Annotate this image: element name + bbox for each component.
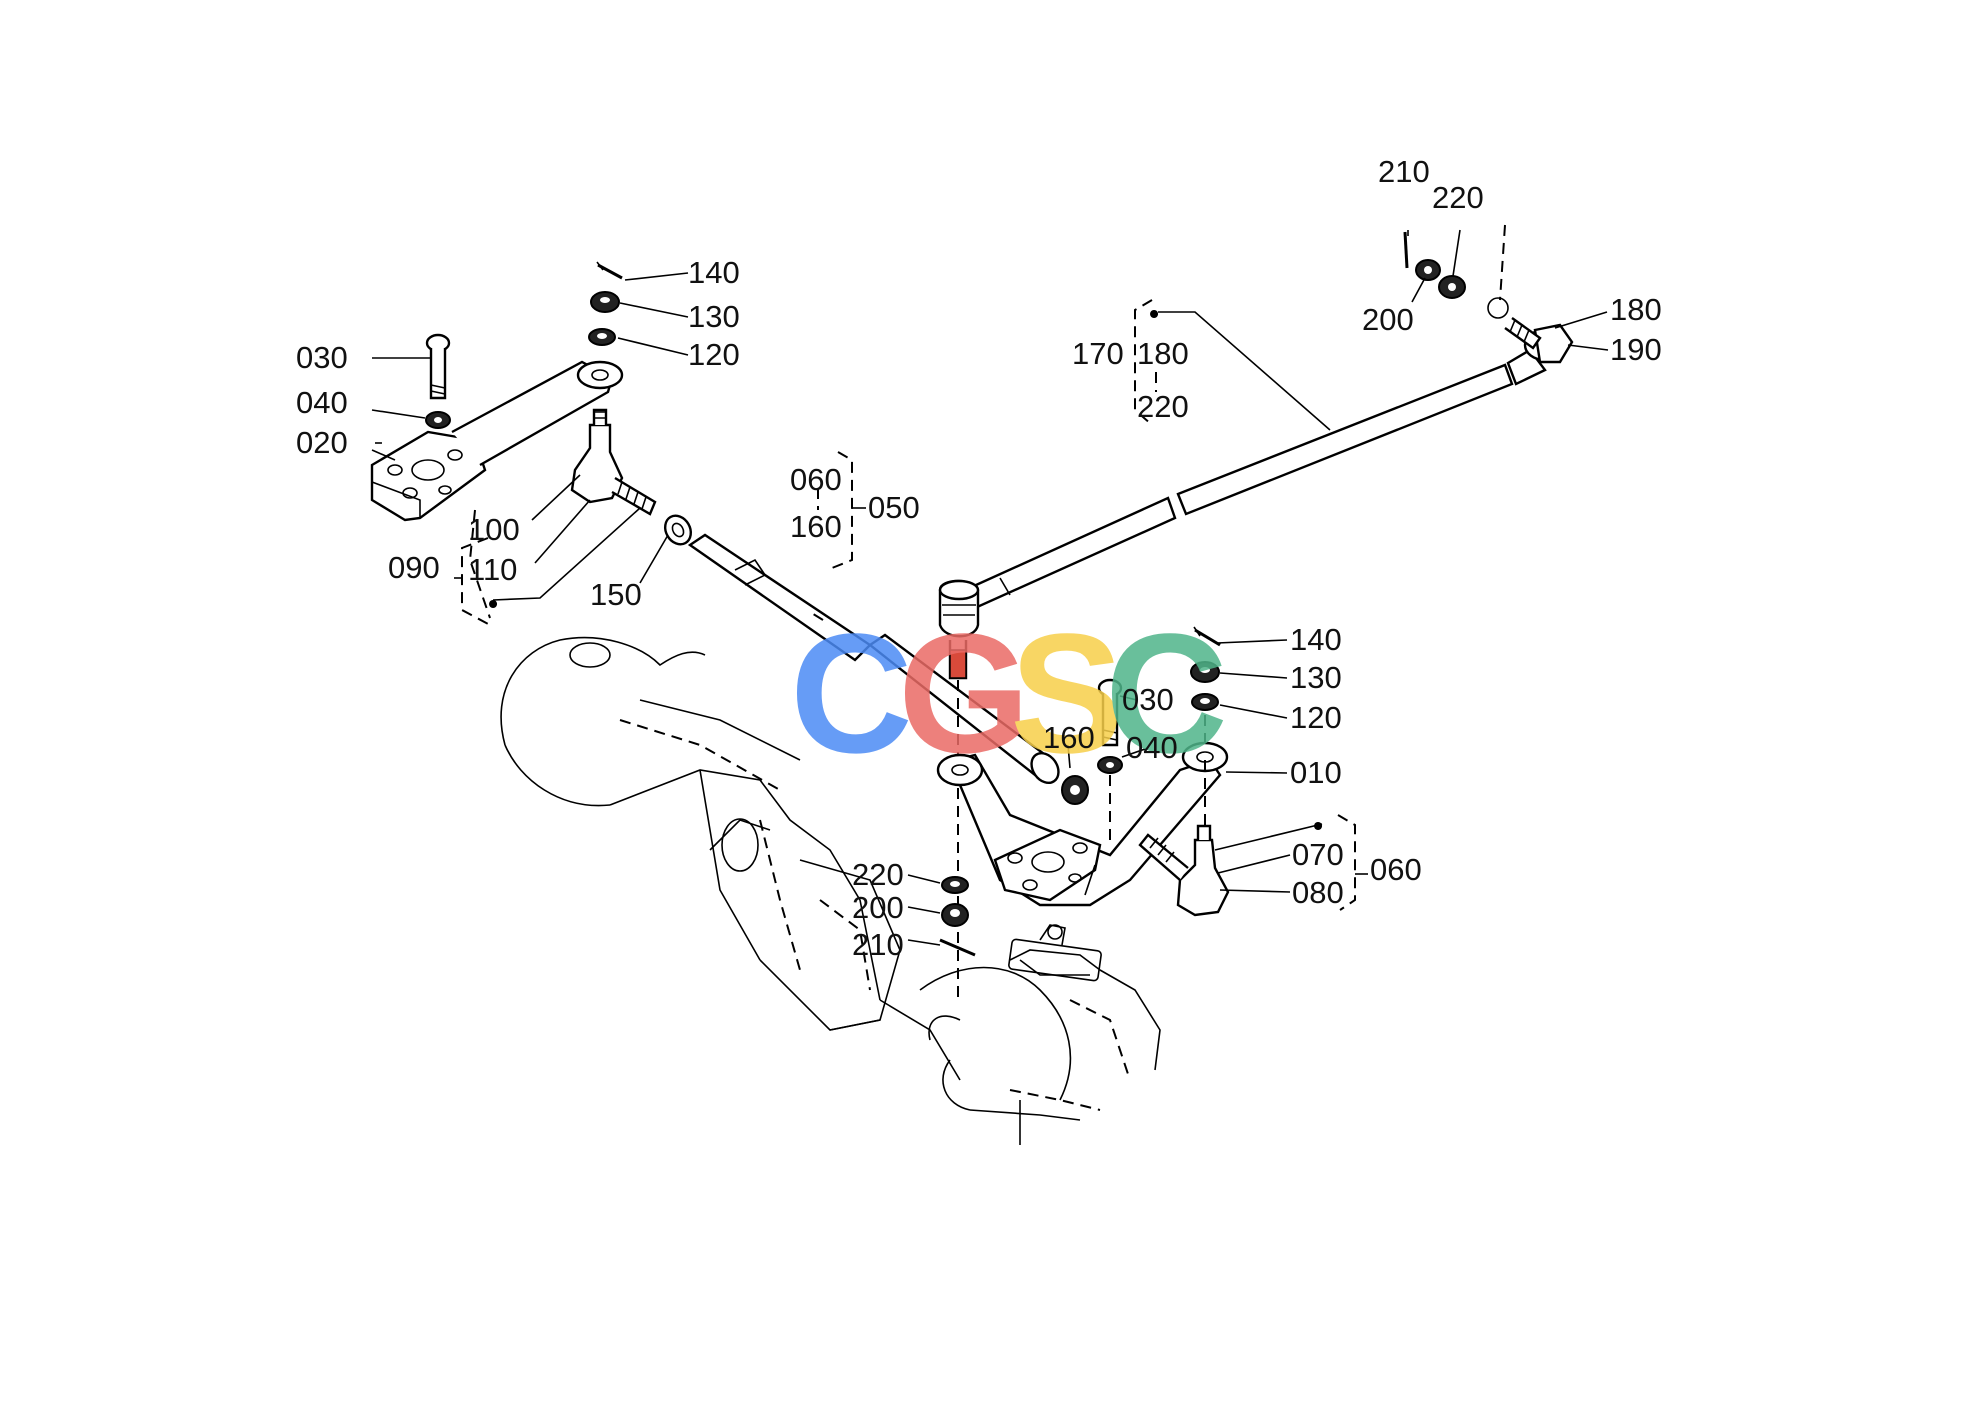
callout-200-bottom: 200 [852, 890, 904, 925]
callout-120-right: 120 [1290, 700, 1342, 735]
left-steering-arm [370, 360, 624, 522]
callout-040-mid: 040 [1126, 730, 1178, 765]
callout-040-left: 040 [296, 385, 348, 420]
callout-010: 010 [1290, 755, 1342, 790]
callout-130-left: 130 [688, 299, 740, 334]
callout-labels: 140 130 120 030 040 020 100 090 110 150 … [296, 154, 1662, 962]
callout-220-group: 220 [1137, 389, 1189, 424]
left-ball-joint [570, 408, 657, 516]
callout-140-left: 140 [688, 255, 740, 290]
callout-070: 070 [1292, 837, 1344, 872]
middle-bolt [1097, 678, 1123, 840]
left-bolt [425, 333, 451, 429]
bottom-hardware [939, 876, 976, 957]
left-top-hardware [588, 261, 623, 346]
callout-060-right: 060 [1370, 852, 1422, 887]
callout-180-right: 180 [1610, 292, 1662, 327]
watermark-letter-c1: C [790, 599, 913, 789]
callout-050: 050 [868, 490, 920, 525]
callout-100: 100 [468, 512, 520, 547]
leader-lines [371, 229, 1609, 946]
watermark-letter-s: S [1010, 599, 1123, 789]
drag-link-left-ball-end [938, 579, 980, 1000]
left-tie-rod [663, 514, 1089, 805]
callout-160-mid: 160 [1043, 720, 1095, 755]
callout-060-top: 060 [790, 462, 842, 497]
drag-link [963, 328, 1567, 610]
right-tie-rod-end [1138, 760, 1230, 917]
callout-200-top: 200 [1362, 302, 1414, 337]
right-steering-arm [936, 741, 1229, 907]
callout-210-bottom: 210 [852, 927, 904, 962]
left-tie-rod-end-group [468, 507, 641, 619]
callout-110: 110 [468, 552, 517, 587]
callout-220-top: 220 [1432, 180, 1484, 215]
callout-170: 170 [1072, 336, 1124, 371]
callout-210-top: 210 [1378, 154, 1430, 189]
callout-160-top: 160 [790, 509, 842, 544]
callout-180-top: 180 [1137, 336, 1189, 371]
label-ticks [375, 442, 1368, 875]
callout-140-right: 140 [1290, 622, 1342, 657]
callout-220-bottom: 220 [852, 857, 904, 892]
callout-030-mid: 030 [1122, 682, 1174, 717]
watermark-letter-c2: C [1105, 599, 1228, 789]
group-brackets [461, 299, 1356, 911]
watermark-letter-g: G [898, 599, 1030, 789]
right-top-hardware [1190, 626, 1221, 745]
callout-130-right: 130 [1290, 660, 1342, 695]
callout-030-left: 030 [296, 340, 348, 375]
callout-190: 190 [1610, 332, 1662, 367]
callout-020: 020 [296, 425, 348, 460]
callout-080: 080 [1292, 875, 1344, 910]
callout-150: 150 [590, 577, 642, 612]
callout-120-left: 120 [688, 337, 740, 372]
watermark-cgsc: C G S C [790, 599, 1228, 789]
callout-090: 090 [388, 550, 440, 585]
drag-link-right-end [1403, 224, 1574, 364]
